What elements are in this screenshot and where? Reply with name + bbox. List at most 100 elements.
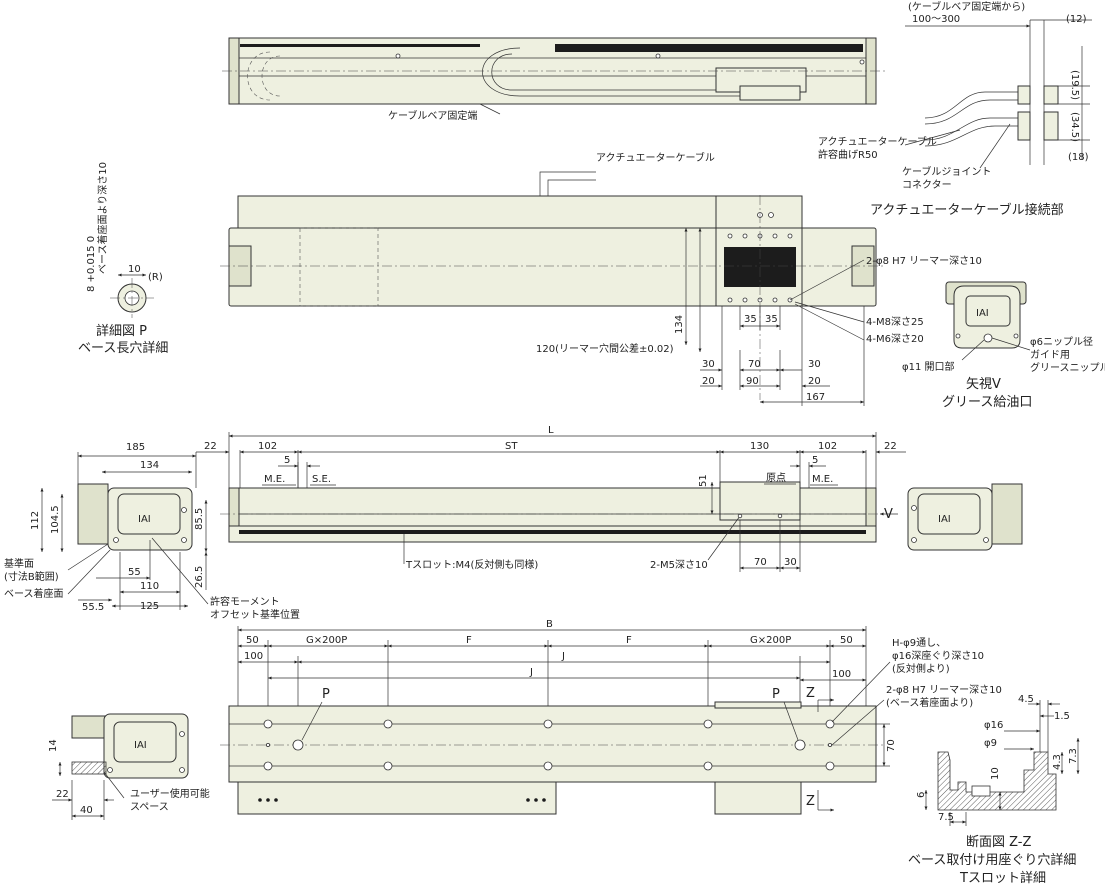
bottom-dim-g200b: G×200P xyxy=(750,635,791,646)
detail-p-depth-note: ベース着座面より深さ10 xyxy=(96,162,109,274)
user-dim-40: 40 xyxy=(80,805,93,816)
end-dim-55-5: 55.5 xyxy=(82,602,104,613)
dim-19-5: (19.5) xyxy=(1069,70,1080,100)
side-dim-5a: 5 xyxy=(284,455,290,466)
dim-35a: 35 xyxy=(744,314,757,325)
bottom-dim-Fb: F xyxy=(626,635,632,646)
bottom-dim-g200a: G×200P xyxy=(306,635,347,646)
detail-p-title-2: ベース長穴詳細 xyxy=(78,340,168,356)
top-view: ケーブルベア固定端 xyxy=(222,37,885,122)
end-dim-55: 55 xyxy=(128,567,141,578)
bottom-dim-50a: 50 xyxy=(246,635,259,646)
bottom-dim-J2: J xyxy=(529,667,533,678)
side-dim-70: 70 xyxy=(754,557,767,568)
h-holes-label-2: φ16深座ぐり深さ10 xyxy=(892,649,984,662)
reference-surface-2: (寸法B範囲) xyxy=(4,570,59,583)
bottom-dim-50b: 50 xyxy=(840,635,853,646)
opening-label: φ11 開口部 xyxy=(902,360,955,373)
bottom-dim-100a: 100 xyxy=(244,651,263,662)
nipple-label-2: ガイド用 xyxy=(1030,349,1070,361)
section-dim-16: φ16 xyxy=(984,720,1003,731)
section-title-1: 断面図 Z-Z xyxy=(966,835,1032,850)
cable-connection-title: アクチュエーターケーブル接続部 xyxy=(870,202,1064,218)
bottom-label-Pa: P xyxy=(322,687,330,702)
view-v: IAI φ6ニップル径 ガイド用 グリースニップル φ11 開口部 矢視V グリ… xyxy=(902,281,1105,410)
v-arrow-label: V xyxy=(884,507,893,522)
end-dim-112: 112 xyxy=(30,511,41,530)
actuator-cable-label-2: 許容曲げR50 xyxy=(818,148,878,161)
cable-connection-detail: (ケーブルベア固定端から) 100〜300 (12) (19.5) (34.5)… xyxy=(818,0,1092,218)
me-b-label: M.E. xyxy=(812,474,833,485)
dim-12: (12) xyxy=(1066,14,1087,25)
end-dim-125: 125 xyxy=(140,601,159,612)
dim-90: 90 xyxy=(746,376,759,387)
detail-p-title-1: 詳細図 P xyxy=(96,323,147,339)
detail-p-radius: (R) xyxy=(148,272,163,283)
side-dim-ST: ST xyxy=(505,441,518,452)
joint-connector-label-1: ケーブルジョイント xyxy=(902,165,991,178)
side-dim-130: 130 xyxy=(750,441,769,452)
cable-bear-fixed-end-label: ケーブルベア固定端 xyxy=(388,109,477,122)
reference-surface-1: 基準面 xyxy=(4,557,34,570)
side-dim-L: L xyxy=(548,425,554,436)
dim-30b: 30 xyxy=(808,359,821,370)
section-zz: 4.5 1.5 φ16 φ9 4.3 7.3 6 10 7.5 断面図 Z-Z … xyxy=(908,694,1080,886)
end-view-logo: IAI xyxy=(138,514,151,525)
dim-134: 134 xyxy=(674,315,685,334)
side-dim-5b: 5 xyxy=(812,455,818,466)
right-end-view-logo: IAI xyxy=(938,514,951,525)
user-space-logo: IAI xyxy=(134,740,147,751)
moment-label-2: オフセット基準位置 xyxy=(210,608,300,621)
bottom-reamer-label-2: (ベース着座面より) xyxy=(886,696,973,709)
end-dim-26-5: 26.5 xyxy=(194,566,205,588)
end-dim-134: 134 xyxy=(140,460,159,471)
m8-label: 4-M8深さ25 xyxy=(866,316,924,328)
base-seat-label: ベース着座面 xyxy=(4,587,64,600)
dim-18: (18) xyxy=(1068,152,1089,163)
section-title-2: ベース取付け用座ぐり穴詳細 xyxy=(908,852,1076,868)
end-dim-110: 110 xyxy=(140,581,159,592)
m5-label: 2-M5深さ10 xyxy=(650,559,708,571)
bottom-label-Zb: Z xyxy=(806,794,815,809)
side-dim-102a: 102 xyxy=(258,441,277,452)
actuator-cable-label-1: アクチュエーターケーブル xyxy=(818,135,937,148)
section-dim-10: 10 xyxy=(990,767,1001,780)
side-dim-22b: 22 xyxy=(884,441,897,452)
h-holes-label-3: (反対側より) xyxy=(892,662,950,675)
dim-34-5: (34.5) xyxy=(1069,112,1080,142)
detail-p: ベース着座面より深さ10 8 +0.015 0 10 (R) 詳細図 P ベース… xyxy=(78,162,168,356)
moment-label-1: 許容モーメント xyxy=(210,595,280,608)
end-view: 185 134 IAI 112 104.5 85.5 26.5 55 110 1… xyxy=(4,442,300,621)
view-v-title-2: グリース給油口 xyxy=(942,395,1032,410)
section-dim-4-3: 4.3 xyxy=(1052,754,1063,770)
h-holes-label-1: H-φ9通し、 xyxy=(892,637,946,649)
reamer-label: 2-φ8 H7 リーマー深さ10 xyxy=(866,255,982,267)
bottom-label-Za: Z xyxy=(806,686,815,701)
bottom-reamer-label-1: 2-φ8 H7 リーマー深さ10 xyxy=(886,684,1002,696)
section-title-3: Tスロット詳細 xyxy=(959,870,1046,886)
dim-167: 167 xyxy=(806,392,825,403)
end-dim-185: 185 xyxy=(126,442,145,453)
nipple-label-3: グリースニップル xyxy=(1030,361,1105,374)
section-dim-7-5: 7.5 xyxy=(938,812,954,823)
dim-30a: 30 xyxy=(702,359,715,370)
bottom-dim-70: 70 xyxy=(886,739,897,752)
section-dim-6: 6 xyxy=(916,792,927,798)
reamer-tolerance-label: 120(リーマー穴間公差±0.02) xyxy=(536,342,674,355)
section-dim-4-5: 4.5 xyxy=(1018,694,1034,705)
bottom-dim-J: J xyxy=(561,651,565,662)
detail-p-tolerance: 8 +0.015 0 xyxy=(86,236,97,292)
section-dim-1-5: 1.5 xyxy=(1054,711,1070,722)
section-dim-9: φ9 xyxy=(984,738,997,749)
dim-35b: 35 xyxy=(765,314,778,325)
bottom-dim-B: B xyxy=(546,619,553,630)
detail-p-dim-10: 10 xyxy=(128,264,141,275)
bottom-dim-100b: 100 xyxy=(832,669,851,680)
dim-20b: 20 xyxy=(808,376,821,387)
dim-70: 70 xyxy=(748,359,761,370)
view-v-logo: IAI xyxy=(976,308,989,319)
me-a-label: M.E. xyxy=(264,474,285,485)
joint-connector-label-2: コネクター xyxy=(902,179,952,191)
